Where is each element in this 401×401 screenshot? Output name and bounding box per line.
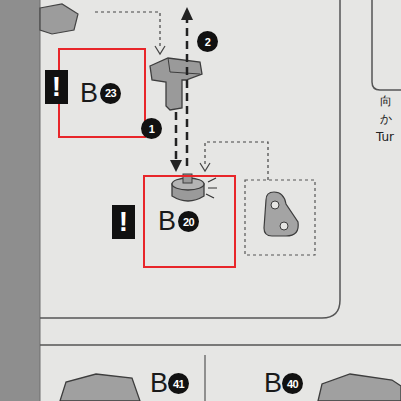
part-detail <box>264 192 298 236</box>
note-text: Tur <box>376 131 394 143</box>
part-hole <box>271 201 279 209</box>
guide-arrowhead <box>200 163 210 171</box>
margin-strip <box>0 0 40 401</box>
part-letter: B <box>264 370 282 397</box>
detail-box <box>245 180 315 255</box>
part-drawing <box>40 4 78 34</box>
note-text: 向 <box>380 95 392 107</box>
panel-frame <box>372 0 401 90</box>
part-edge <box>168 58 200 74</box>
panel-divider <box>204 355 205 401</box>
part-number: 20 <box>178 211 199 232</box>
part-letter: B <box>150 370 168 397</box>
part-b23 <box>150 58 202 110</box>
part-number: 23 <box>100 83 121 104</box>
panel-frame <box>40 344 401 346</box>
guide-arrowhead <box>155 46 165 54</box>
part-drawing <box>318 374 401 401</box>
arrowhead <box>181 7 193 20</box>
part-drawing <box>60 374 140 401</box>
caution-mark: ! <box>112 205 135 239</box>
click-marks <box>206 178 217 198</box>
step-number: 1 <box>141 118 162 139</box>
part-number: 40 <box>282 373 303 394</box>
part-number: 41 <box>168 373 189 394</box>
highlight-box: B23 <box>58 48 146 138</box>
note-text: か <box>380 113 392 125</box>
dashed-arrow <box>175 112 178 162</box>
part-letter: B <box>158 208 176 235</box>
part-letter: B <box>80 80 98 107</box>
part-hole <box>280 222 288 230</box>
dotted-guide <box>95 12 160 48</box>
highlight-box: B20 <box>143 175 236 268</box>
arrowhead <box>170 160 182 172</box>
step-number: 2 <box>197 31 218 52</box>
caution-mark: ! <box>45 70 68 104</box>
margin-edge <box>40 0 41 401</box>
dashed-arrow <box>186 18 189 166</box>
panel-frame <box>40 0 340 318</box>
